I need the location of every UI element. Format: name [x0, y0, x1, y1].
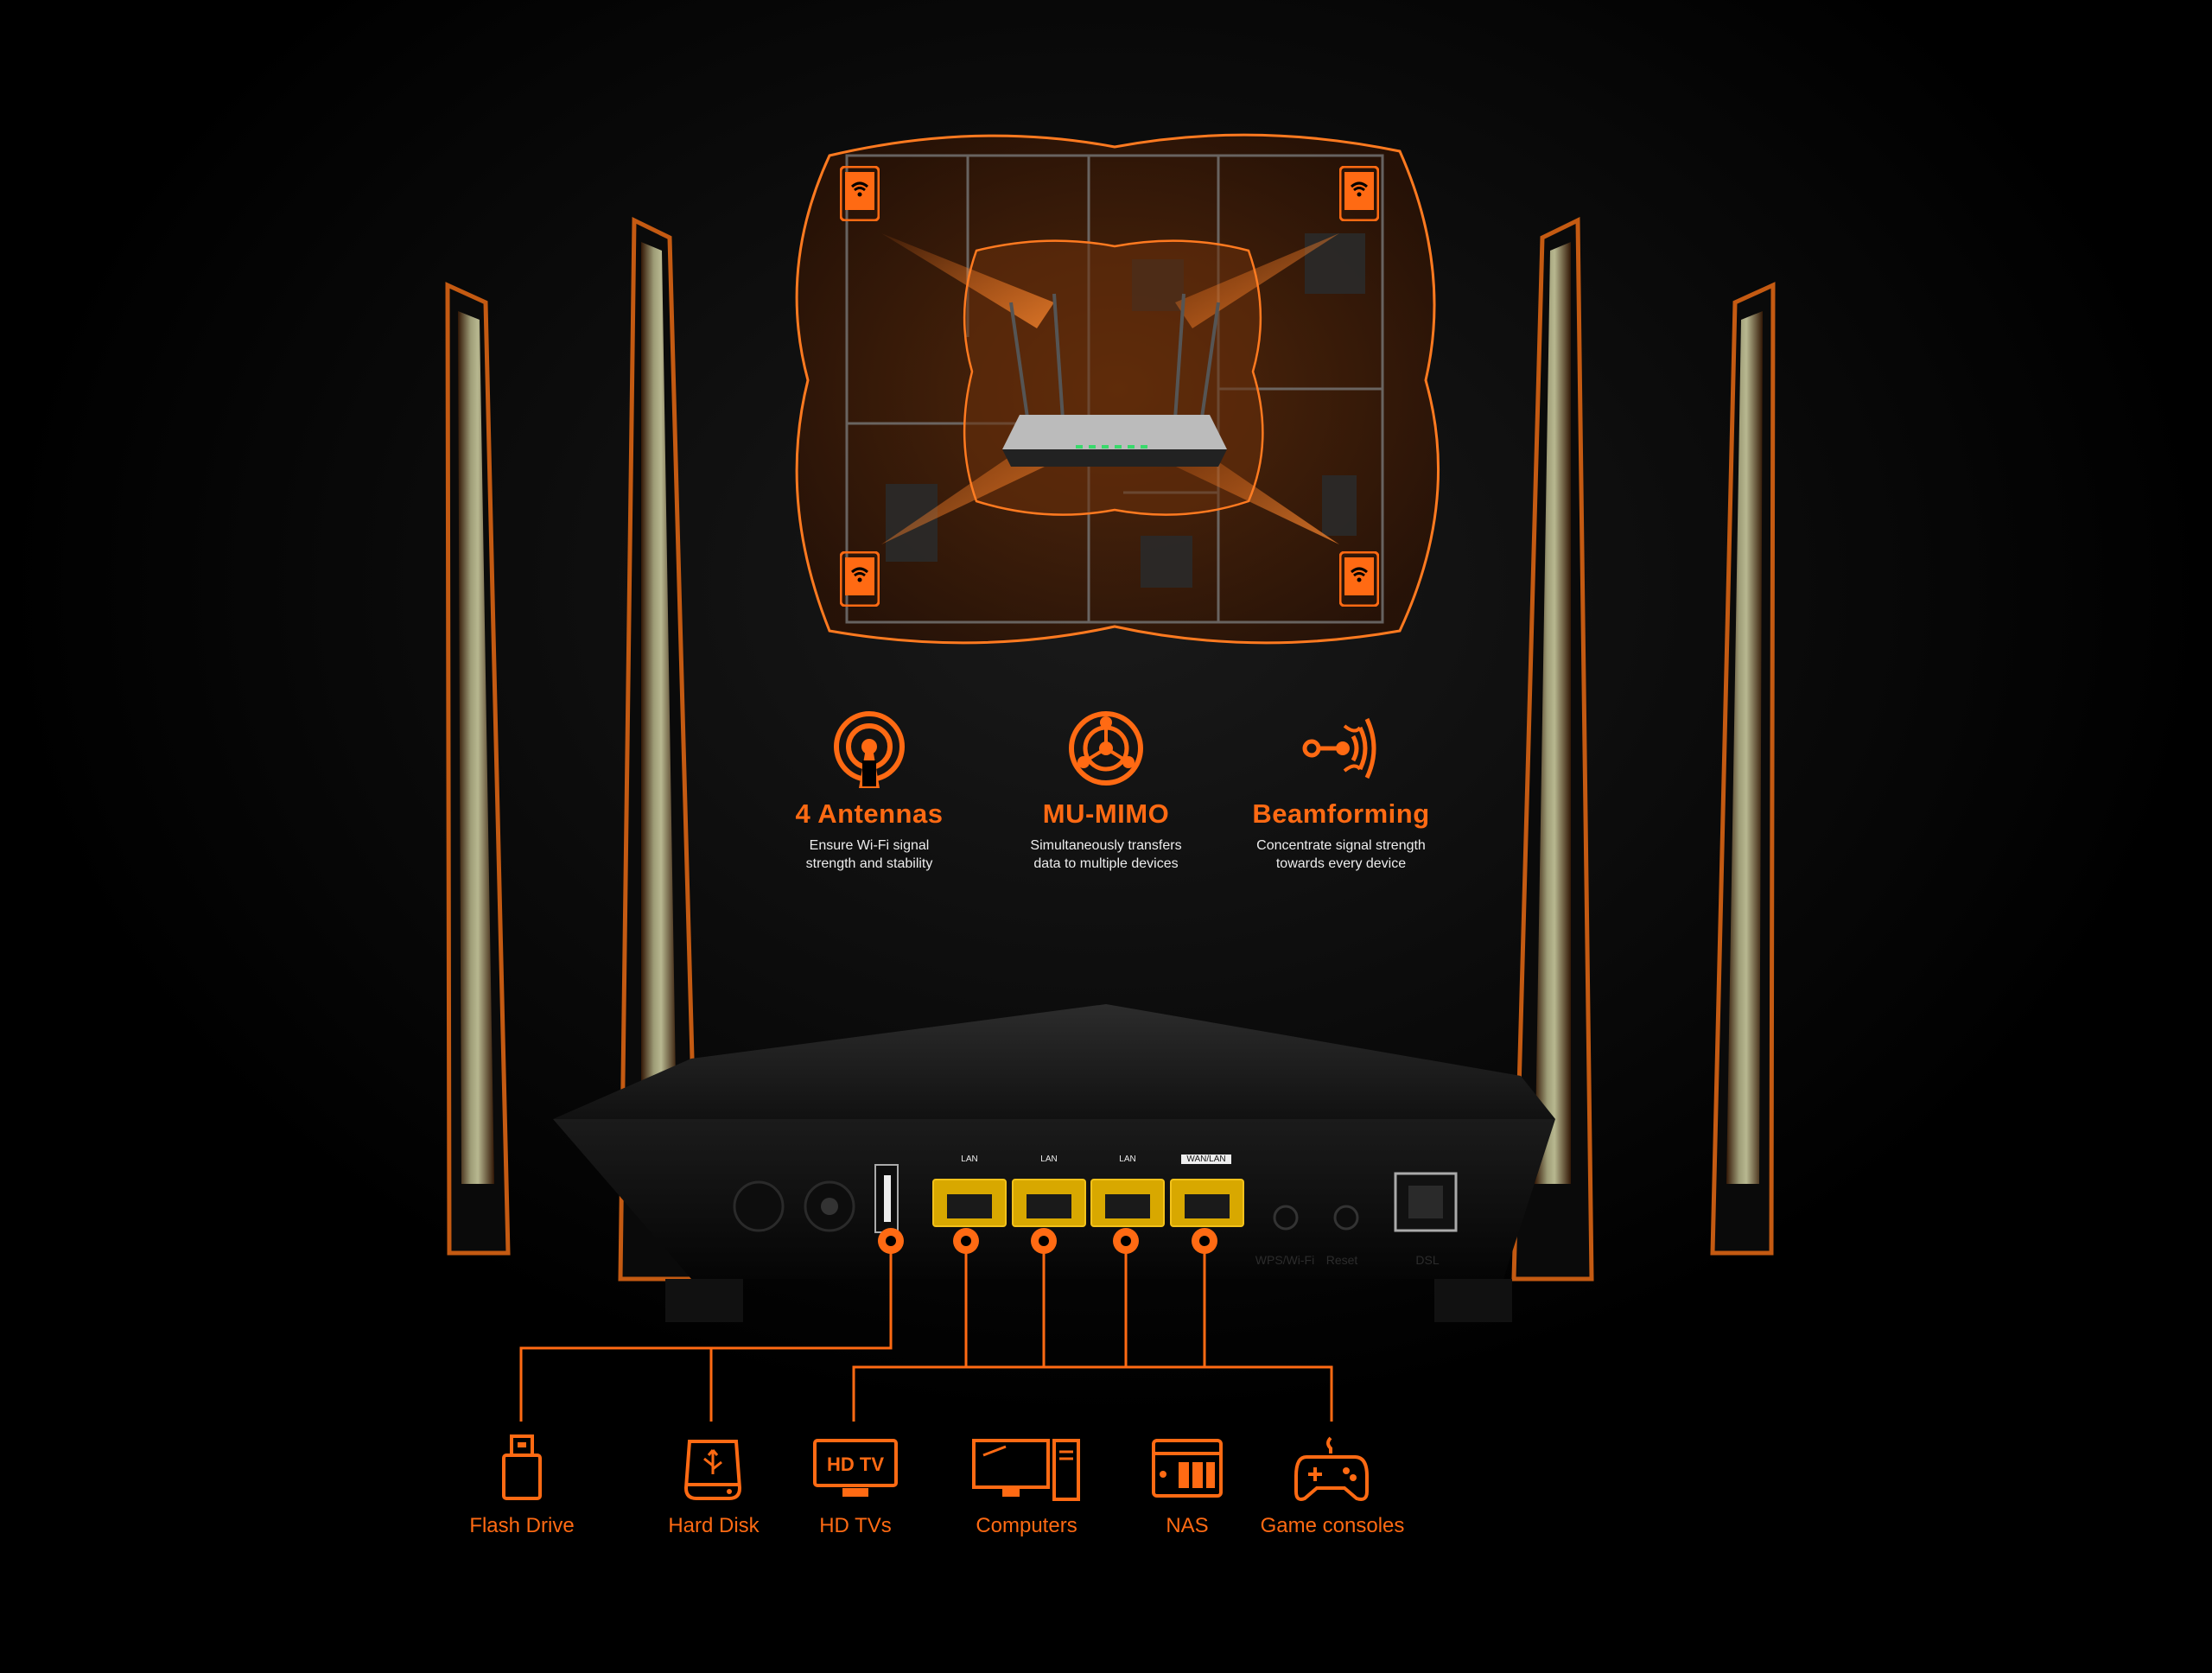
hard-disk-icon	[683, 1440, 742, 1500]
feature-title: 4 Antennas	[795, 798, 944, 829]
antenna-icon	[834, 711, 905, 788]
feature-description: Concentrate signal strength towards ever…	[1211, 836, 1471, 873]
phone-wifi-icon	[840, 551, 880, 607]
feature-desc-line: data to multiple devices	[1033, 856, 1179, 871]
feature-4-antennas: 4 Antennas Ensure Wi-Fi signal strength …	[740, 709, 999, 873]
feature-description: Ensure Wi-Fi signal strength and stabili…	[740, 836, 999, 873]
hd-tv-icon-text: HD TV	[827, 1454, 884, 1475]
port-label-reset: Reset	[1325, 1253, 1358, 1267]
phone-wifi-icon	[840, 166, 880, 221]
antenna-left-inner	[618, 217, 701, 1282]
device-label-nas: NAS	[1166, 1514, 1209, 1537]
coverage-floorplan	[795, 133, 1440, 645]
port-label-lan: LAN	[961, 1155, 978, 1164]
device-label-hd-tvs: HD TVs	[819, 1514, 892, 1537]
port-label-lan: LAN	[1119, 1155, 1136, 1164]
antenna-right-inner	[1511, 217, 1594, 1282]
device-label-game-consoles: Game consoles	[1260, 1514, 1405, 1537]
game-console-icon	[1294, 1436, 1369, 1501]
feature-description: Simultaneously transfers data to multipl…	[976, 836, 1236, 873]
hd-tv-icon: HD TV	[813, 1439, 898, 1497]
phone-wifi-icon	[1339, 166, 1379, 221]
feature-desc-line: Simultaneously transfers	[1030, 838, 1182, 853]
feature-desc-line: strength and stability	[805, 856, 933, 871]
antenna-left-outer	[445, 282, 511, 1256]
port-label-lan: LAN	[1040, 1155, 1058, 1164]
computer-icon	[972, 1439, 1080, 1501]
device-label-hard-disk: Hard Disk	[668, 1514, 760, 1537]
router-body	[553, 1004, 1555, 1322]
port-label-wps: WPS/Wi-Fi	[1255, 1253, 1315, 1267]
feature-title: MU-MIMO	[1042, 798, 1170, 829]
device-label-flash-drive: Flash Drive	[469, 1514, 575, 1537]
nas-icon	[1152, 1439, 1223, 1498]
feature-desc-line: towards every device	[1275, 856, 1407, 871]
mu-mimo-icon	[1069, 711, 1143, 786]
flash-drive-icon	[502, 1434, 542, 1500]
feature-beamforming: Beamforming Concentrate signal strength …	[1211, 709, 1471, 873]
device-label-computers: Computers	[976, 1514, 1077, 1537]
feature-mu-mimo: MU-MIMO Simultaneously transfers data to…	[976, 709, 1236, 873]
port-label-dsl: DSL	[1415, 1253, 1440, 1267]
port-label-wan-lan: WAN/LAN	[1181, 1155, 1231, 1164]
feature-desc-line: Ensure Wi-Fi signal	[809, 838, 930, 853]
beamforming-icon	[1302, 717, 1376, 779]
feature-title: Beamforming	[1252, 798, 1430, 829]
feature-desc-line: Concentrate signal strength	[1256, 838, 1426, 853]
antenna-right-outer	[1710, 282, 1776, 1256]
phone-wifi-icon	[1339, 551, 1379, 607]
